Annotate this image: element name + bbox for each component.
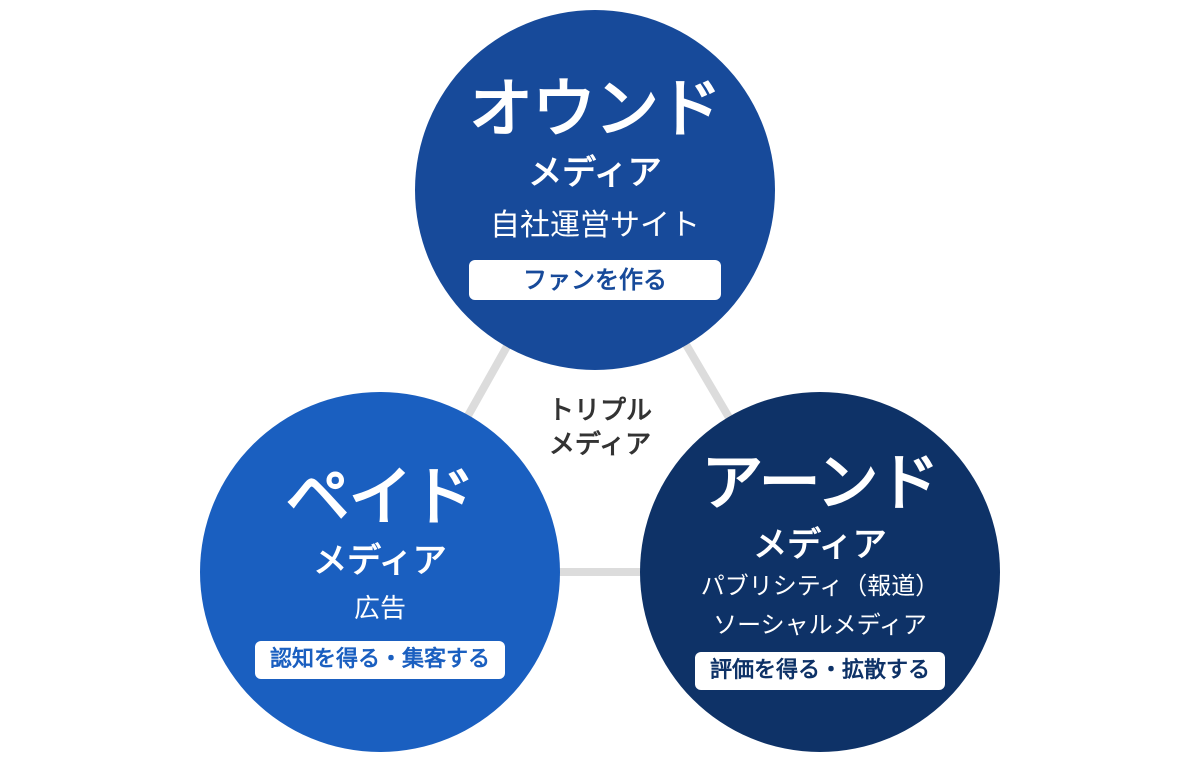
earned-media-subtitle: メディア bbox=[753, 525, 887, 565]
paid-media-title: ペイド bbox=[285, 461, 476, 535]
paid-media-goal-badge: 認知を得る・集客する bbox=[255, 641, 505, 680]
center-label-line1: トリプル bbox=[547, 396, 652, 426]
owned-media-description: 自社運営サイト bbox=[490, 208, 700, 243]
paid-media-circle: ペイド メディア 広告 認知を得る・集客する bbox=[200, 392, 560, 752]
earned-media-circle: アーンド メディア パブリシティ（報道） ソーシャルメディア 評価を得る・拡散す… bbox=[640, 392, 1000, 752]
owned-media-goal-badge: ファンを作る bbox=[469, 260, 721, 300]
earned-media-description-line2: ソーシャルメディア bbox=[713, 610, 927, 639]
center-label-line2: メディア bbox=[548, 429, 652, 460]
paid-media-description: 広告 bbox=[353, 594, 406, 624]
earned-media-title: アーンド bbox=[701, 446, 939, 519]
owned-media-subtitle: メディア bbox=[528, 153, 662, 193]
center-label: トリプル メディア bbox=[520, 395, 680, 463]
paid-media-subtitle: メディア bbox=[313, 541, 447, 581]
earned-media-goal-badge: 評価を得る・拡散する bbox=[695, 651, 945, 690]
owned-media-title: オウンド bbox=[469, 73, 722, 147]
owned-media-circle: オウンド メディア 自社運営サイト ファンを作る bbox=[415, 10, 775, 370]
earned-media-description-line1: パブリシティ（報道） bbox=[700, 572, 940, 600]
